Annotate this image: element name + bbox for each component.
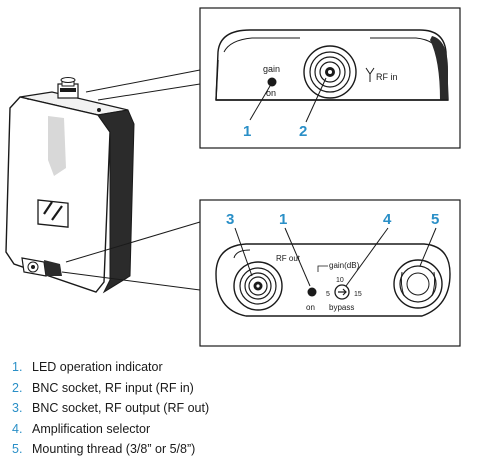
product-diagram: ~ ~ gain: [5, 7, 461, 347]
legend-number: 5.: [12, 442, 23, 456]
rf-out-label: RF out: [276, 254, 301, 263]
callout-4: 4: [383, 211, 392, 228]
legend-text: Mounting thread (3/8” or 5/8”): [32, 442, 196, 456]
legend-text: Amplification selector: [32, 421, 151, 436]
scale-10-label: 10: [336, 277, 344, 284]
device-bnc-bottom: [21, 257, 62, 277]
bottom-detail-view: RF out on gain(dB) 10 5 15 bypass: [199, 199, 461, 347]
legend-number: 4.: [12, 421, 23, 436]
device-body: [5, 91, 135, 294]
gain-label: gain: [263, 64, 280, 74]
callout-lines: [61, 69, 201, 291]
bypass-label: bypass: [329, 303, 354, 312]
scale-15-label: 15: [354, 291, 362, 298]
rf-in-label: RF in: [376, 72, 398, 82]
legend-item: 4. Amplification selector: [12, 419, 472, 440]
on-label-bottom: on: [306, 303, 315, 312]
callout-3: 3: [226, 211, 234, 228]
sennheiser-logo: [37, 199, 69, 228]
callout-1-top: 1: [243, 123, 251, 140]
legend-list: 1. LED operation indicator 2. BNC socket, …: [12, 357, 472, 460]
rf-out-bnc-socket: [233, 261, 283, 311]
top-detail-view: gain on RF in 1 2: [199, 7, 461, 149]
led-indicator-bottom: [307, 287, 317, 297]
gain-db-label: gain(dB): [329, 261, 360, 270]
legend-text: BNC socket, RF input (RF in): [32, 380, 194, 395]
callout-5: 5: [431, 211, 439, 228]
mounting-thread: [393, 259, 443, 309]
legend-number: 1.: [12, 360, 23, 374]
legend-text: BNC socket, RF output (RF out): [32, 401, 210, 415]
on-label: on: [266, 88, 276, 98]
amplification-selector: [334, 284, 350, 300]
legend-item: 3. BNC socket, RF output (RF out): [12, 398, 472, 419]
legend-text: LED operation indicator: [32, 360, 163, 374]
antenna-icon: [365, 67, 375, 82]
callout-1-bottom: 1: [279, 211, 287, 228]
scale-5-label: 5: [326, 291, 330, 298]
rf-in-bnc-socket: [303, 45, 357, 99]
legend-item: 1. LED operation indicator: [12, 357, 472, 378]
svg-text:~ ~: ~ ~: [27, 97, 33, 102]
led-indicator: [267, 77, 277, 87]
callout-2-top: 2: [299, 123, 307, 140]
legend-number: 3.: [12, 401, 23, 415]
legend-number: 2.: [12, 380, 23, 395]
device-bnc-top: [57, 77, 101, 112]
legend-item: 2. BNC socket, RF input (RF in): [12, 378, 472, 399]
legend-item: 5. Mounting thread (3/8” or 5/8”): [12, 439, 472, 460]
